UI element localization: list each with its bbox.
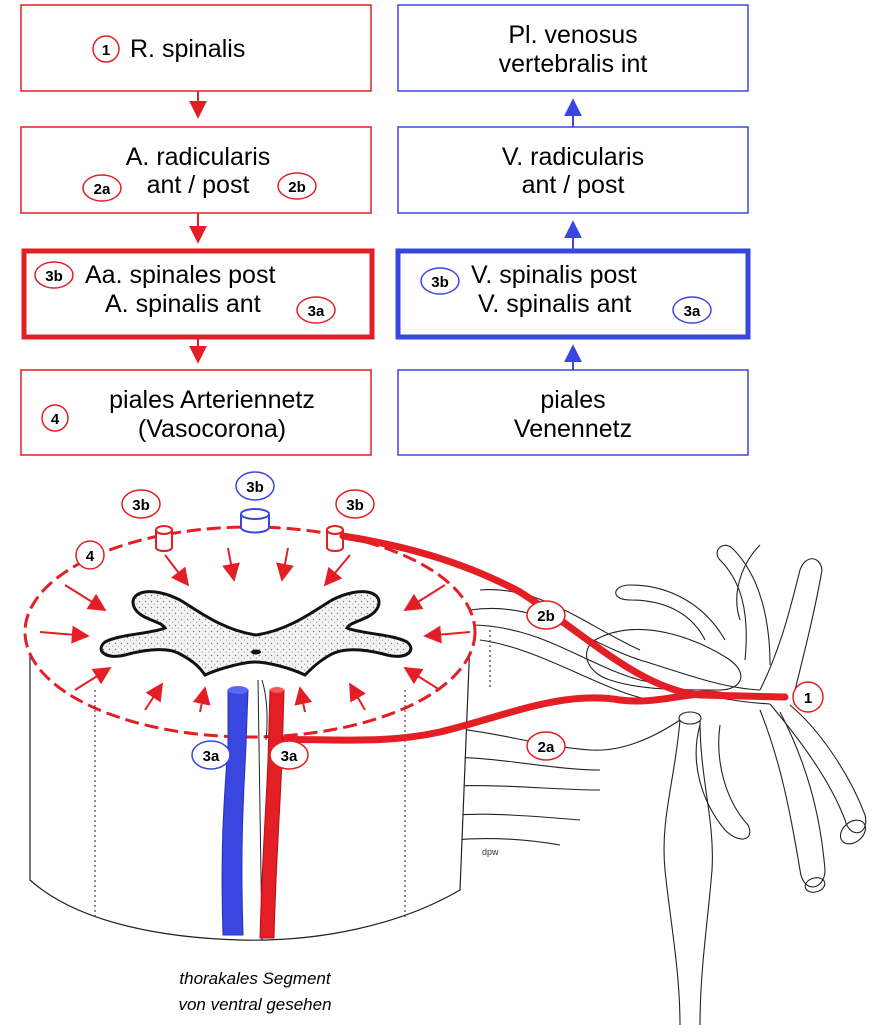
badge-3a-vein-text: 3a — [684, 303, 701, 320]
badge-3a-art-illus-text: 3a — [281, 748, 298, 765]
box-piales-arteriennetz: 4 piales Arteriennetz (Vasocorona) — [21, 370, 371, 455]
box-v-radicularis-line2: ant / post — [522, 171, 625, 199]
badge-3a-art-text: 3a — [308, 303, 325, 320]
badge-2a-text: 2a — [94, 181, 111, 198]
badge-1-text: 1 — [102, 42, 110, 59]
box-v-spinalis-line1: V. spinalis post — [471, 261, 637, 289]
box-pl-venosus: Pl. venosus vertebralis int — [398, 5, 748, 91]
box-a-radicularis: A. radicularis ant / post 2a 2b — [21, 127, 371, 213]
box-piales-arteriennetz-line1: piales Arteriennetz — [109, 386, 315, 414]
caption-line2: von ventral gesehen — [178, 995, 331, 1014]
spinal-cord-illustration: 3b 3b 3b 4 2b 2a 1 3a 3a dpw — [25, 472, 870, 1025]
badge-3a-vein-illus-text: 3a — [203, 748, 220, 765]
caption-line1: thorakales Segment — [179, 969, 331, 988]
box-aa-spinales-line2: A. spinalis ant — [105, 290, 261, 318]
box-r-spinalis-label: R. spinalis — [130, 35, 245, 63]
box-v-spinalis-line2: V. spinalis ant — [478, 290, 631, 318]
box-pl-venosus-line1: Pl. venosus — [508, 21, 637, 49]
box-a-radicularis-line1: A. radicularis — [126, 143, 271, 171]
box-v-radicularis: V. radicularis ant / post — [398, 127, 748, 213]
badge-1-illus-text: 1 — [804, 690, 812, 707]
arterial-flow-chain: 1 R. spinalis A. radicularis ant / post … — [21, 5, 372, 455]
box-v-spinalis: 3b V. spinalis post V. spinalis ant 3a — [398, 251, 748, 337]
box-pl-venosus-line2: vertebralis int — [499, 50, 648, 78]
badge-2b-illus-text: 2b — [537, 608, 555, 625]
box-piales-venennetz-line1: piales — [540, 386, 605, 414]
venous-flow-chain: Pl. venosus vertebralis int V. radicular… — [398, 5, 748, 455]
central-canal — [251, 650, 261, 655]
badge-4-illus-text: 4 — [86, 548, 95, 565]
badge-2a-illus-text: 2a — [538, 739, 555, 756]
cord-body — [25, 527, 475, 940]
badge-3b-art-right-illus-text: 3b — [346, 497, 364, 514]
badge-3b-art-text: 3b — [45, 268, 63, 285]
badge-3b-vein-text: 3b — [431, 274, 449, 291]
box-aa-spinales-line1: Aa. spinales post — [85, 261, 275, 289]
box-v-radicularis-line1: V. radicularis — [502, 143, 644, 171]
caption: thorakales Segment von ventral gesehen — [178, 969, 331, 1014]
box-aa-spinales: 3b Aa. spinales post A. spinalis ant 3a — [24, 251, 372, 337]
badge-2b-text: 2b — [288, 179, 306, 196]
badge-3b-art-left-illus-text: 3b — [132, 497, 150, 514]
box-r-spinalis: 1 R. spinalis — [21, 5, 371, 91]
badge-3b-vein-illus-text: 3b — [246, 479, 264, 496]
dpw-label: dpw — [482, 847, 499, 857]
box-piales-venennetz: piales Venennetz — [398, 370, 748, 455]
box-piales-venennetz-line2: Venennetz — [514, 415, 632, 443]
box-piales-arteriennetz-line2: (Vasocorona) — [138, 415, 286, 443]
badge-4-text: 4 — [51, 411, 60, 428]
box-a-radicularis-line2: ant / post — [147, 171, 250, 199]
